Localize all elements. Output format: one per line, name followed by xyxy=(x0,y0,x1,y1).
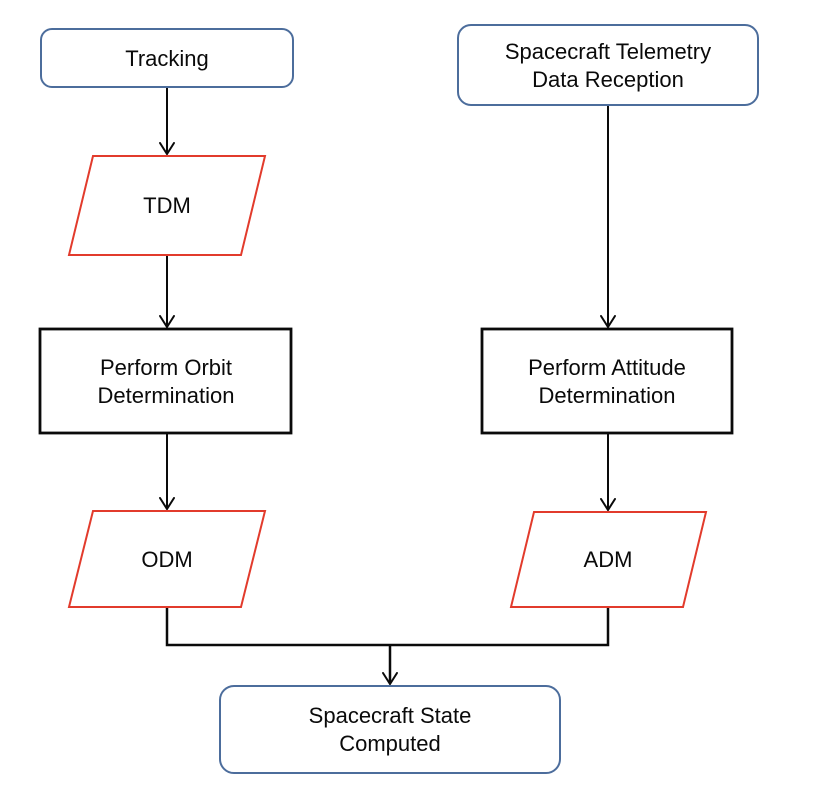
odm-label: ODM xyxy=(141,547,192,572)
edge-tdm-orbit-arrowhead-icon xyxy=(159,315,175,329)
node-adm: ADM xyxy=(509,511,708,608)
edge-merge-state-arrowhead-icon xyxy=(382,672,398,686)
edge-attitude-adm xyxy=(600,433,616,512)
attitude-shape xyxy=(480,327,734,435)
node-perform-orbit-determination: Perform Orbit Determination xyxy=(38,327,293,435)
adm-shape xyxy=(509,511,708,608)
state-label-line2: Computed xyxy=(339,731,441,756)
telemetry-label-line1: Spacecraft Telemetry xyxy=(505,39,711,64)
edge-orbit-odm-arrowhead-icon xyxy=(159,497,175,511)
odm-shape xyxy=(67,510,267,608)
edge-merge-odm-adm xyxy=(165,607,610,686)
node-tracking: Tracking xyxy=(40,28,294,88)
edge-tracking-tdm-arrowhead-icon xyxy=(159,142,175,156)
node-perform-attitude-determination: Perform Attitude Determination xyxy=(480,327,734,435)
tdm-shape xyxy=(67,155,267,256)
state-shape xyxy=(219,685,561,774)
tracking-shape xyxy=(40,28,294,88)
orbit-label-line1: Perform Orbit xyxy=(100,355,232,380)
node-spacecraft-telemetry-data-reception: Spacecraft Telemetry Data Reception xyxy=(457,24,759,106)
edge-attitude-adm-arrowhead-icon xyxy=(600,498,616,512)
node-tdm: TDM xyxy=(67,155,267,256)
edge-merge-elbow-line xyxy=(165,607,610,647)
attitude-label-line1: Perform Attitude xyxy=(528,355,686,380)
state-label-line1: Spacecraft State xyxy=(309,703,472,728)
tdm-label: TDM xyxy=(143,193,191,218)
telemetry-shape xyxy=(457,24,759,106)
tracking-label: Tracking xyxy=(125,46,209,71)
attitude-label-line2: Determination xyxy=(539,383,676,408)
edge-tracking-tdm xyxy=(159,87,175,156)
telemetry-label-line2: Data Reception xyxy=(532,67,684,92)
edge-tdm-orbit xyxy=(159,255,175,329)
adm-label: ADM xyxy=(584,547,633,572)
node-odm: ODM xyxy=(67,510,267,608)
node-spacecraft-state-computed: Spacecraft State Computed xyxy=(219,685,561,774)
edge-orbit-odm xyxy=(159,433,175,511)
orbit-label-line2: Determination xyxy=(98,383,235,408)
edge-telemetry-attitude xyxy=(600,105,616,329)
orbit-shape xyxy=(38,327,293,435)
edge-telemetry-attitude-arrowhead-icon xyxy=(600,315,616,329)
